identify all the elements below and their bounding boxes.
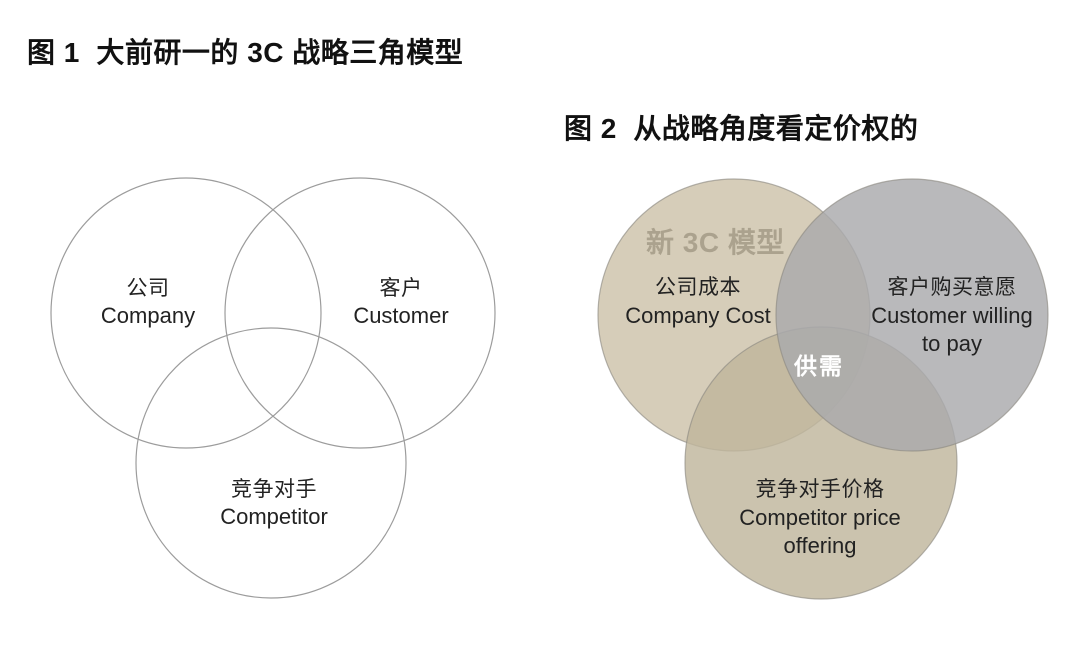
competitor-price-label-zh: 竞争对手价格 <box>755 478 885 501</box>
competitor-price-label-en1: Competitor price <box>739 505 901 530</box>
company-cost-label-en: Company Cost <box>625 303 771 328</box>
company-label-zh: 公司 <box>126 277 170 300</box>
customer-willingness-label-en1: Customer willing <box>871 303 1033 328</box>
competitor-circle-outline <box>135 327 407 599</box>
figure1-competitor-label: 竞争对手 Competitor <box>174 476 374 530</box>
company-label-en: Company <box>100 303 196 328</box>
customer-willingness-label-zh: 客户购买意愿 <box>887 276 1017 299</box>
customer-willingness-label-en2: to pay <box>922 331 982 356</box>
figure1-customer-label: 客户 Customer <box>301 275 501 329</box>
figure2-venn-diagram <box>597 178 1049 600</box>
competitor-label-en: Competitor <box>220 504 328 529</box>
competitor-label-zh: 竞争对手 <box>231 478 317 501</box>
figure1-company-label: 公司 Company <box>48 275 248 329</box>
supply-demand-center-label: 供需 <box>794 353 844 379</box>
company-circle-outline <box>50 177 322 449</box>
customer-circle-outline <box>224 177 496 449</box>
figure2-competitor-label: 竞争对手价格 Competitor price offering <box>700 476 940 560</box>
figure1-title: 图 1 大前研一的 3C 战略三角模型 <box>27 37 464 68</box>
customer-willingness-circle <box>775 178 1049 452</box>
company-cost-label-zh: 公司成本 <box>655 276 741 299</box>
customer-label-zh: 客户 <box>379 277 423 300</box>
figure2-customer-label: 客户购买意愿 Customer willing to pay <box>832 274 1072 358</box>
figure2-company-cost-label: 公司成本 Company Cost <box>598 274 798 330</box>
figure1-venn-diagram <box>50 177 496 599</box>
figure2-title-line1: 图 2 从战略角度看定价权的 <box>564 113 919 144</box>
customer-label-en: Customer <box>353 303 449 328</box>
competitor-price-label-en2: offering <box>783 533 857 558</box>
